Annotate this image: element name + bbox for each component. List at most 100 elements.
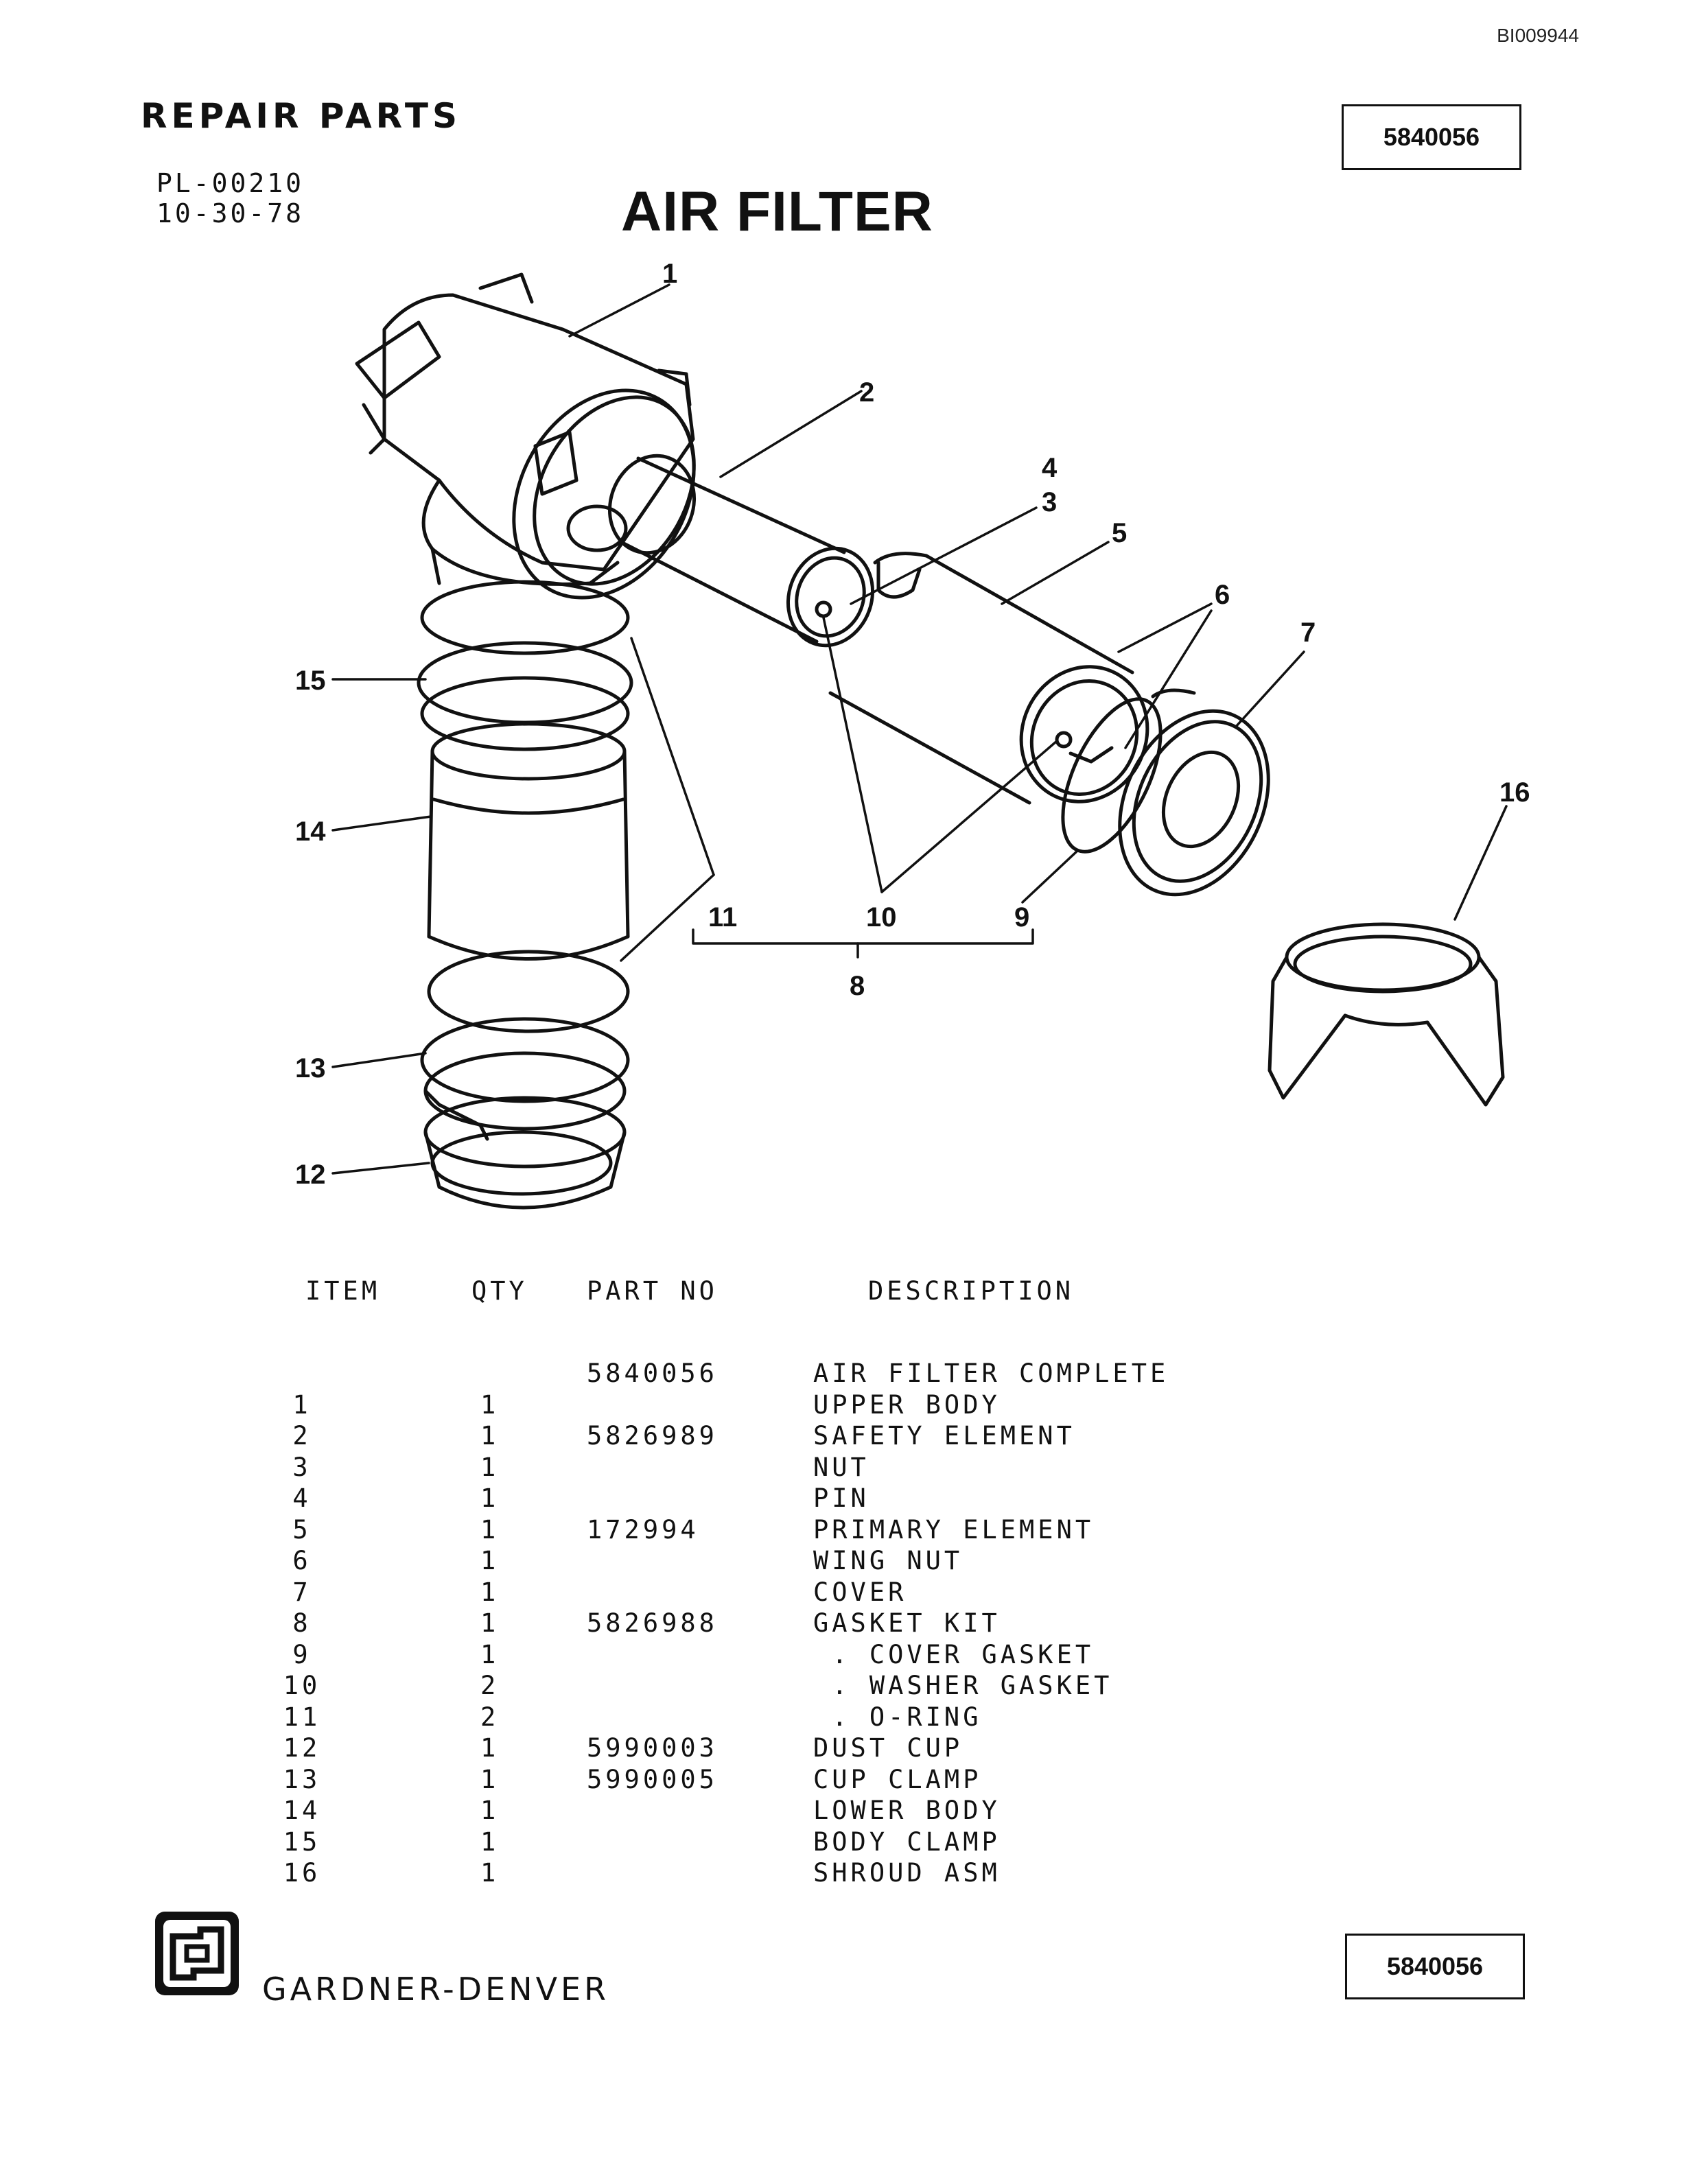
cover-drawing: [1118, 688, 1270, 897]
callout-11: 11: [708, 902, 737, 932]
primary-element-drawing: [828, 552, 1149, 805]
description-cell: PRIMARY ELEMENT: [813, 1514, 1095, 1545]
table-row: 7 1 COVER: [275, 1577, 1235, 1609]
callout-2: 2: [859, 377, 874, 408]
callout-7: 7: [1300, 618, 1316, 648]
qty-cell: 1: [480, 1796, 500, 1825]
gardner-denver-logo: [152, 1909, 242, 1998]
item-cell: 12: [283, 1733, 321, 1763]
item-cell: 5: [292, 1514, 312, 1545]
item-cell: 4: [292, 1483, 312, 1513]
description-cell: . COVER GASKET: [813, 1639, 1095, 1669]
item-cell: 13: [283, 1764, 321, 1794]
item-cell: 10: [283, 1671, 321, 1700]
column-header-part-no: PART NO: [587, 1276, 718, 1306]
description-cell: LOWER BODY: [813, 1796, 1001, 1825]
item-cell: 7: [292, 1577, 312, 1607]
part-no-cell: 5840056: [587, 1359, 718, 1388]
table-row: 10 2 . WASHER GASKET: [275, 1671, 1235, 1702]
item-cell: 14: [283, 1796, 321, 1825]
description-cell: PIN: [813, 1483, 869, 1513]
plate-date: 10-30-78: [156, 198, 305, 228]
qty-cell: 1: [480, 1827, 500, 1857]
qty-cell: 1: [480, 1577, 500, 1607]
callout-8: 8: [850, 971, 865, 1001]
plate-info: PL-00210 10-30-78: [156, 168, 304, 228]
callout-9: 9: [1014, 902, 1029, 932]
o-ring-drawing: [427, 950, 630, 1033]
callout-14: 14: [295, 817, 326, 847]
table-row: 1 1 UPPER BODY: [275, 1390, 1235, 1422]
upper-body-drawing: [355, 272, 696, 600]
description-cell: WING NUT: [813, 1546, 963, 1575]
qty-cell: 2: [480, 1671, 500, 1700]
table-row: 12 1 5990003 DUST CUP: [275, 1733, 1235, 1765]
column-header-description: DESCRIPTION: [868, 1276, 1075, 1306]
qty-cell: 1: [480, 1639, 500, 1669]
qty-cell: 1: [480, 1858, 500, 1888]
part-no-cell: 5826988: [587, 1608, 718, 1638]
column-header-qty: QTY: [471, 1276, 528, 1306]
qty-cell: 1: [480, 1608, 500, 1638]
description-cell: NUT: [813, 1452, 869, 1482]
callout-4: 4: [1042, 453, 1058, 483]
qty-cell: 2: [480, 1702, 500, 1732]
cup-clamp-drawing: [420, 1017, 630, 1141]
qty-cell: 1: [480, 1733, 500, 1763]
description-cell: CUP CLAMP: [813, 1764, 982, 1794]
column-header-item: ITEM: [305, 1276, 381, 1306]
callout-13: 13: [295, 1053, 326, 1083]
safety-element-drawing: [607, 454, 875, 648]
part-no-cell: 5990003: [587, 1733, 718, 1763]
qty-cell: 1: [480, 1483, 500, 1513]
document-id: BI009944: [1497, 25, 1579, 46]
part-no-cell: 172994: [587, 1514, 699, 1545]
item-cell: 3: [292, 1452, 312, 1482]
qty-cell: 1: [480, 1764, 500, 1794]
cover-gasket-drawing: [1061, 697, 1163, 854]
qty-cell: 1: [480, 1514, 500, 1545]
description-cell: COVER: [813, 1577, 907, 1607]
item-cell: 15: [283, 1827, 321, 1857]
item-cell: 2: [292, 1421, 312, 1451]
item-cell: 9: [292, 1639, 312, 1669]
callout-5: 5: [1112, 518, 1127, 548]
repair-parts-heading: REPAIR PARTS: [141, 96, 462, 136]
plate-number: PL-00210: [156, 168, 305, 198]
description-cell: GASKET KIT: [813, 1608, 1001, 1638]
description-cell: AIR FILTER COMPLETE: [813, 1359, 1169, 1388]
shroud-drawing: [1268, 922, 1505, 1107]
description-cell: SHROUD ASM: [813, 1858, 1001, 1888]
table-row: 5840056 AIR FILTER COMPLETE: [275, 1359, 1235, 1390]
callout-12: 12: [295, 1160, 326, 1190]
part-no-cell: 5990005: [587, 1764, 718, 1794]
table-row: 16 1 SHROUD ASM: [275, 1858, 1235, 1890]
table-row: 13 1 5990005 CUP CLAMP: [275, 1765, 1235, 1796]
leader-lines: [331, 283, 1508, 1175]
callout-6: 6: [1215, 580, 1230, 610]
exploded-parts-diagram: 1 2 3 4 5 6 7 8 9 10 11 12 13 14 15 16: [295, 259, 1530, 1210]
table-row: 8 1 5826988 GASKET KIT: [275, 1608, 1235, 1640]
item-cell: 16: [283, 1858, 321, 1888]
description-cell: UPPER BODY: [813, 1389, 1001, 1420]
table-row: 5 1 172994 PRIMARY ELEMENT: [275, 1515, 1235, 1547]
table-row: 9 1 . COVER GASKET: [275, 1640, 1235, 1671]
table-row: 14 1 LOWER BODY: [275, 1796, 1235, 1827]
qty-cell: 1: [480, 1546, 500, 1575]
qty-cell: 1: [480, 1389, 500, 1420]
part-number-box-top: 5840056: [1342, 104, 1521, 170]
part-no-cell: 5826989: [587, 1421, 718, 1451]
item-cell: 8: [292, 1608, 312, 1638]
callout-10: 10: [866, 902, 897, 932]
description-cell: . WASHER GASKET: [813, 1671, 1113, 1700]
qty-cell: 1: [480, 1452, 500, 1482]
callout-3: 3: [1042, 487, 1057, 517]
description-cell: . O-RING: [813, 1702, 982, 1732]
qty-cell: 1: [480, 1421, 500, 1451]
item-cell: 1: [292, 1389, 312, 1420]
page-title: AIR FILTER: [621, 180, 933, 243]
description-cell: DUST CUP: [813, 1733, 963, 1763]
